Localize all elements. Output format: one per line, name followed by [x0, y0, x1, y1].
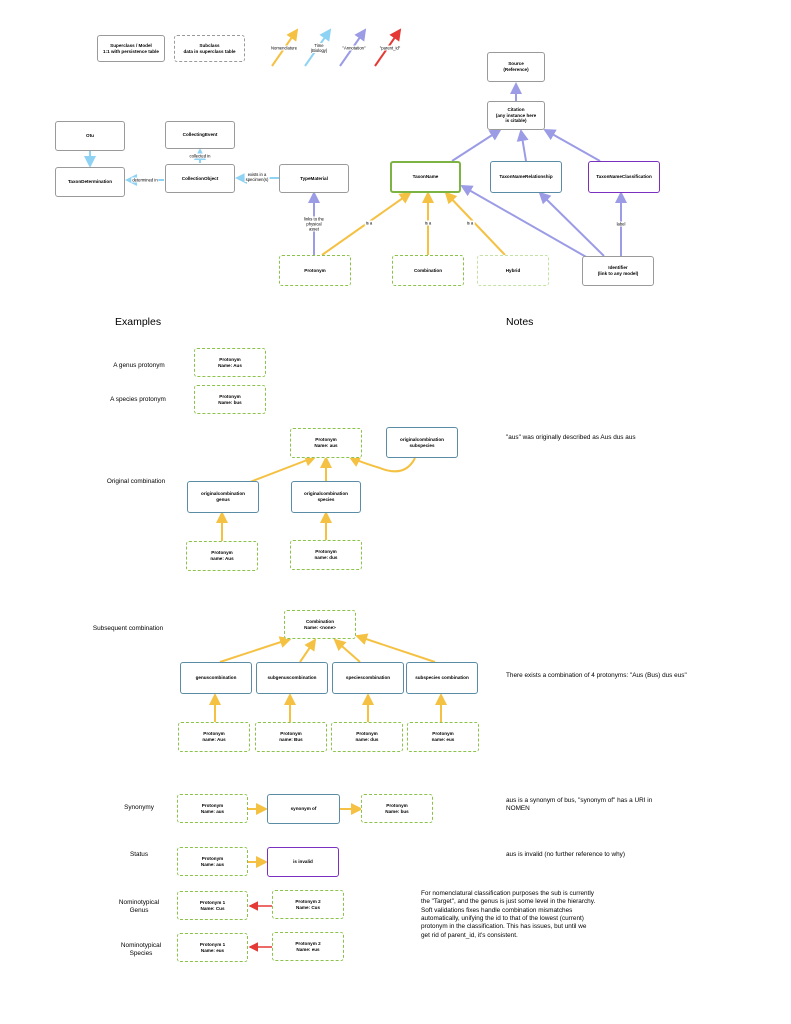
edge-taxonname-citation — [451, 128, 502, 162]
nomspecies-protonym-1: Protonym 1 Name: eus — [177, 933, 248, 962]
taxon-name-classification-node: TaxonNameClassification — [588, 161, 660, 193]
edge-classification-citation — [543, 129, 601, 162]
genus-protonym-label: A genus protonym — [113, 362, 165, 369]
subsequent-combination-label: Subsequent combination — [92, 625, 164, 632]
legend-time-label: Time (Biology) — [309, 42, 329, 54]
synonymy-protonym-right: Protonym Name: bus — [361, 794, 433, 823]
combination-node: Combination — [392, 255, 464, 286]
sc-species-combination: speciescombination — [332, 662, 404, 694]
status-protonym: Protonym Name: aus — [177, 847, 248, 876]
nominotypical-species-label: Nominotypical Species — [120, 942, 162, 957]
edge-label-determined-in: determined in — [131, 177, 159, 183]
status-note: aus is invalid (no further reference to … — [506, 851, 625, 858]
sc-protonym-1: Protonym name: Aus — [178, 722, 250, 752]
sc-subgenus-combination: subgenuscombination — [256, 662, 328, 694]
taxon-determination-node: TaxonDetermination — [55, 167, 125, 197]
sc-subspecies-combination: subspecies combination — [406, 662, 478, 694]
edge-genuscomb-combination — [219, 636, 292, 663]
status-label: Status — [129, 851, 149, 858]
type-material-node: TypeMaterial — [279, 164, 349, 193]
edge-identifier-relationship — [538, 191, 605, 257]
edge-ocsubspecies-protonym — [348, 456, 416, 473]
genus-protonym-box: Protonym Name: Aus — [194, 348, 266, 377]
protonym-node: Protonym — [279, 255, 351, 286]
original-combination-label: Original combination — [106, 478, 166, 485]
oc-genus-box: originalcombination genus — [187, 481, 259, 513]
source-node: Source (Reference) — [487, 52, 545, 82]
is-invalid-box: is invalid — [267, 847, 339, 877]
sc-combination-top: Combination Name: <none> — [284, 610, 356, 639]
citation-node: Citation (any instance here is citable) — [487, 101, 545, 130]
taxon-name-relationship-node: TaxonNameRelationship — [490, 161, 562, 193]
nominotypical-note: For nomenclatural classification purpose… — [421, 890, 596, 939]
legend-parent-id-label: "parent_id" — [378, 45, 402, 51]
nomspecies-protonym-2: Protonym 2 Name: eus — [272, 932, 344, 961]
nomgenus-protonym-1: Protonym 1 Name: Cus — [177, 891, 248, 920]
identifier-node: Identifier (link to any model) — [582, 256, 654, 286]
oc-protonym-species: Protonym name: dus — [290, 540, 362, 570]
oc-protonym-genus: Protonym name: Aus — [186, 541, 258, 571]
edge-relationship-citation — [516, 129, 529, 162]
edge-label-is-a-protonym: is a — [364, 220, 374, 226]
synonymy-note: aus is a synonym of bus, "synonym of" ha… — [506, 797, 653, 813]
sc-protonym-4: Protonym name: eus — [407, 722, 479, 752]
legend-annotation-label: "Annotation" — [341, 45, 367, 51]
edge-label-label: label — [615, 221, 627, 227]
legend-subclass-box: Subclass data in superclass table — [174, 35, 245, 62]
original-combination-note: "aus" was originally described as Aus du… — [506, 434, 636, 441]
edge-subspeciescomb-combination — [355, 633, 436, 663]
hybrid-node: Hybrid — [477, 255, 549, 286]
notes-heading: Notes — [506, 316, 534, 328]
sc-protonym-2: Protonym name: Bus — [255, 722, 327, 752]
collection-object-node: CollectionObject — [165, 164, 235, 193]
edge-hybrid-taxonname — [444, 191, 506, 256]
edge-identifier-taxonname — [460, 185, 589, 259]
edge-label-links-to: links to the physical asset — [302, 216, 326, 232]
sc-genus-combination: genuscombination — [180, 662, 252, 694]
legend-superclass-box: Superclass / Model 1:1 with persistence … — [97, 35, 165, 62]
otu-node: Otu — [55, 121, 125, 151]
edge-label-is-a-combination: is a — [423, 220, 433, 226]
edge-label-is-a-hybrid: is a — [465, 220, 475, 226]
collecting-event-node: CollectingEvent — [165, 121, 235, 149]
nomgenus-protonym-2: Protonym 2 Name: Cus — [272, 890, 344, 919]
subsequent-combination-note: There exists a combination of 4 protonym… — [506, 672, 687, 679]
synonym-of-box: synonym of — [267, 794, 340, 824]
sc-protonym-3: Protonym name: dus — [331, 722, 403, 752]
edge-ocgenus-protonym — [249, 454, 317, 483]
oc-protonym-top: Protonym Name: aus — [290, 428, 362, 458]
edge-label-collected-in: collected in — [188, 153, 212, 159]
synonymy-label: Synonymy — [124, 804, 154, 811]
examples-heading: Examples — [115, 316, 162, 328]
nominotypical-genus-label: Nominotypical Genus — [118, 899, 160, 914]
edge-label-exists-in: exists in a specimen(s) — [244, 171, 270, 183]
legend-nomenclature-label: Nomenclature — [269, 45, 299, 51]
edge-subgenuscomb-combination — [299, 638, 317, 663]
species-protonym-box: Protonym Name: bus — [194, 385, 266, 414]
oc-subspecies-box: originalcombination subspecies — [386, 427, 458, 458]
oc-species-box: originalcombination species — [291, 481, 361, 513]
taxon-name-node: TaxonName — [390, 161, 461, 193]
edge-speciescomb-combination — [333, 638, 361, 663]
synonymy-protonym-left: Protonym Name: aus — [177, 794, 248, 823]
species-protonym-label: A species protonym — [110, 396, 166, 403]
